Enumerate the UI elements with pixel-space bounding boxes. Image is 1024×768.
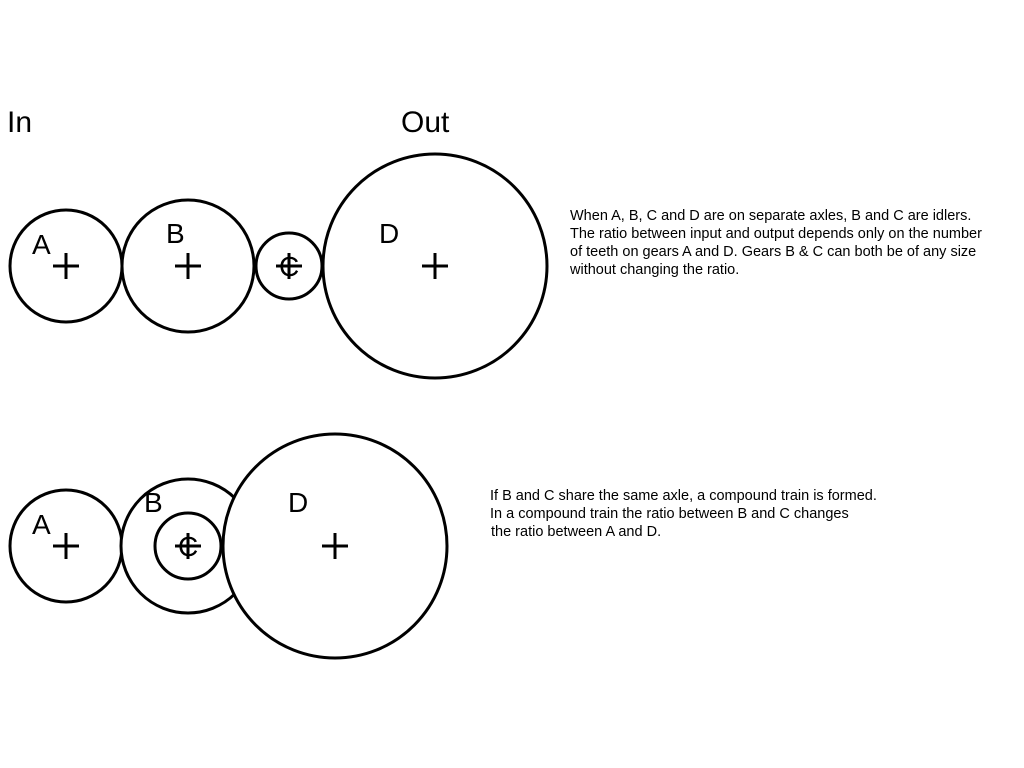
gear-a-top: A bbox=[8, 208, 124, 324]
gear-c-bottom: C bbox=[153, 511, 223, 581]
gear-a-bottom-label: A bbox=[32, 509, 51, 540]
gear-a-top-label: A bbox=[32, 229, 51, 260]
separate-axles-caption-line: of teeth on gears A and D. Gears B & C c… bbox=[570, 244, 977, 260]
input-label: In bbox=[7, 106, 32, 139]
separate-axles-caption-line: The ratio between input and output depen… bbox=[570, 226, 982, 242]
separate-axles-train: A B C D bbox=[8, 152, 549, 380]
separate-axles-caption-line: When A, B, C and D are on separate axles… bbox=[570, 208, 972, 224]
gear-d-top: D bbox=[321, 152, 549, 380]
compound-train-caption-line: If B and C share the same axle, a compou… bbox=[490, 488, 877, 504]
output-label: Out bbox=[401, 106, 450, 139]
gear-d-bottom-label: D bbox=[288, 487, 308, 518]
gear-a-bottom: A bbox=[8, 488, 124, 604]
gear-d-top-label: D bbox=[379, 218, 399, 249]
compound-train: A B D C bbox=[8, 432, 449, 660]
compound-train-caption-line: In a compound train the ratio between B … bbox=[490, 506, 849, 522]
compound-train-caption-line: the ratio between A and D. bbox=[491, 524, 662, 540]
gear-b-bottom-label: B bbox=[144, 487, 163, 518]
gear-d-bottom: D bbox=[221, 432, 449, 660]
gear-b-top-label: B bbox=[166, 218, 185, 249]
separate-axles-caption-line: without changing the ratio. bbox=[570, 262, 740, 278]
gear-b-top: B bbox=[120, 198, 256, 334]
gear-c-top: C bbox=[254, 231, 324, 301]
gear-c-top-label: C bbox=[279, 251, 299, 282]
gear-c-bottom-label: C bbox=[178, 531, 198, 562]
compound-train-caption: If B and C share the same axle, a compou… bbox=[490, 487, 877, 541]
separate-axles-caption: When A, B, C and D are on separate axles… bbox=[570, 207, 982, 279]
